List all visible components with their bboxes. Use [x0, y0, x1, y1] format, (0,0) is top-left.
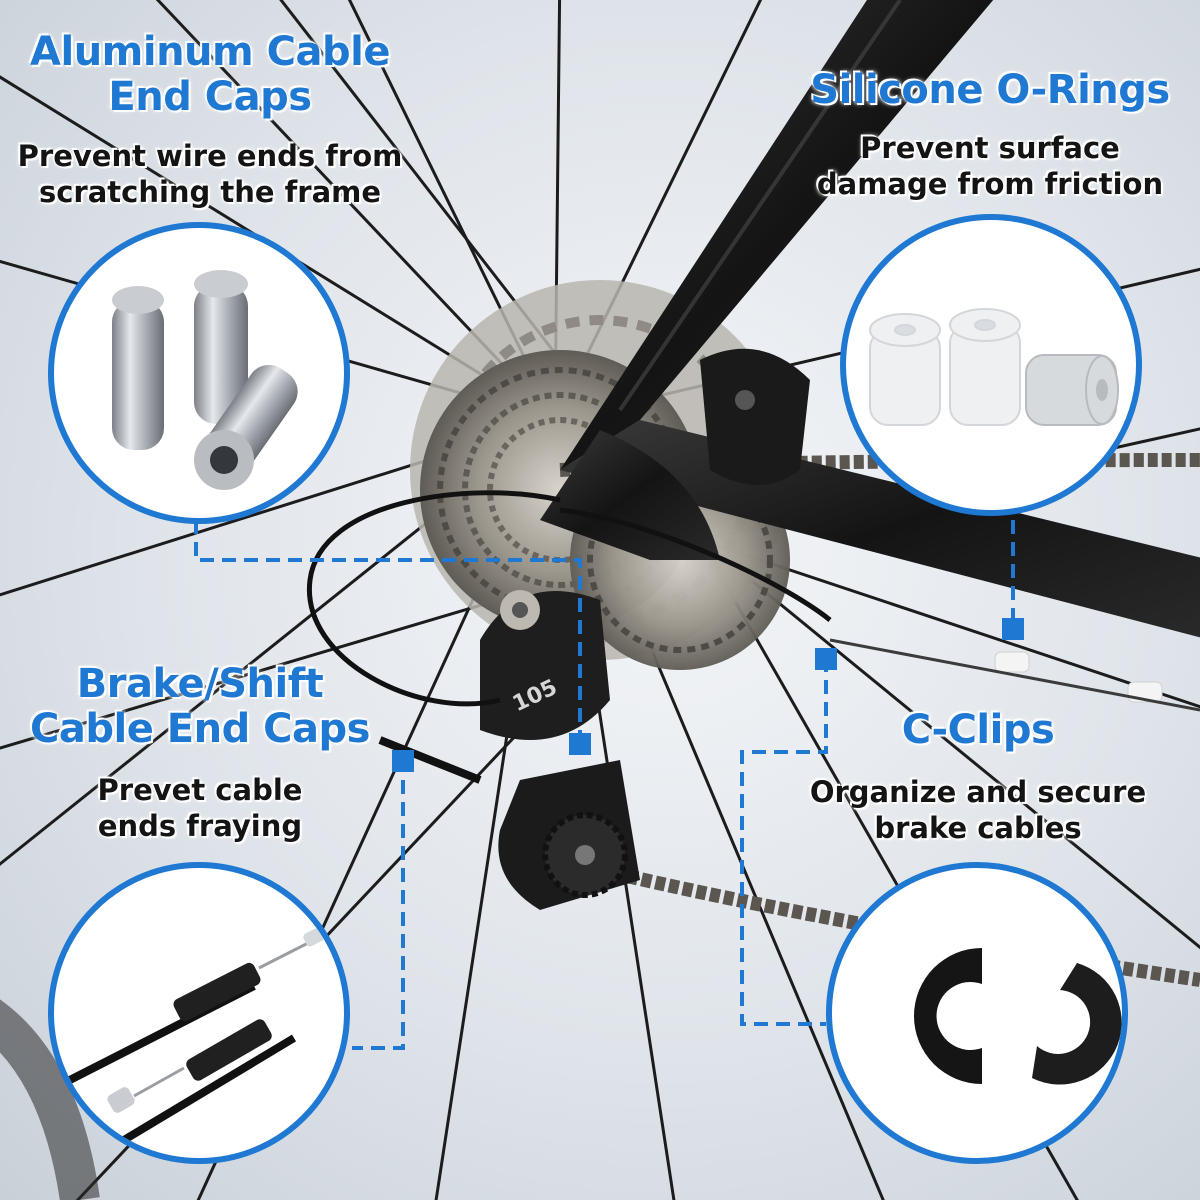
brake-desc-line2: ends fraying — [97, 809, 303, 844]
brake-desc: Prevet cable ends fraying — [0, 772, 400, 845]
aluminum-title-line1: Aluminum Cable — [30, 29, 390, 75]
silicone-title: Silicone O-Rings — [790, 68, 1190, 113]
marker-silicone — [1002, 618, 1024, 640]
silicone-desc: Prevent surface damage from friction — [790, 130, 1190, 203]
cclips-title: C-Clips — [778, 708, 1178, 753]
aluminum-title-line2: End Caps — [108, 73, 312, 120]
leader-lines — [194, 520, 1015, 1050]
silicone-rings-image — [840, 214, 1142, 516]
silicone-desc-line1: Prevent surface — [860, 131, 1120, 165]
marker-cclips — [815, 648, 837, 670]
silicone-title-line1: Silicone O-Rings — [810, 67, 1170, 113]
aluminum-title: Aluminum Cable End Caps — [10, 30, 410, 120]
brake-caliper — [700, 348, 810, 485]
brake-caps-image — [48, 862, 350, 1164]
cclips-image — [826, 862, 1128, 1164]
brake-title-line2: Cable End Caps — [30, 705, 370, 752]
marker-brake — [392, 750, 414, 772]
cclips-desc: Organize and secure brake cables — [778, 774, 1178, 847]
silicone-desc-line2: damage from friction — [816, 167, 1164, 202]
aluminum-caps-image — [48, 222, 350, 524]
brake-title: Brake/Shift Cable End Caps — [0, 662, 400, 752]
aluminum-desc: Prevent wire ends from scratching the fr… — [10, 138, 410, 211]
brake-desc-line1: Prevet cable — [97, 773, 303, 807]
cclips-desc-line1: Organize and secure — [809, 775, 1147, 809]
cclips-title-line1: C-Clips — [901, 707, 1055, 753]
cclips-desc-line2: brake cables — [874, 811, 1082, 846]
cable-housing — [307, 490, 561, 707]
aluminum-desc-line2: scratching the frame — [38, 175, 382, 210]
rear-derailleur: 105 — [480, 590, 640, 910]
brake-title-line1: Brake/Shift — [76, 661, 324, 707]
marker-aluminum — [569, 733, 591, 755]
aluminum-desc-line1: Prevent wire ends from — [17, 139, 403, 173]
